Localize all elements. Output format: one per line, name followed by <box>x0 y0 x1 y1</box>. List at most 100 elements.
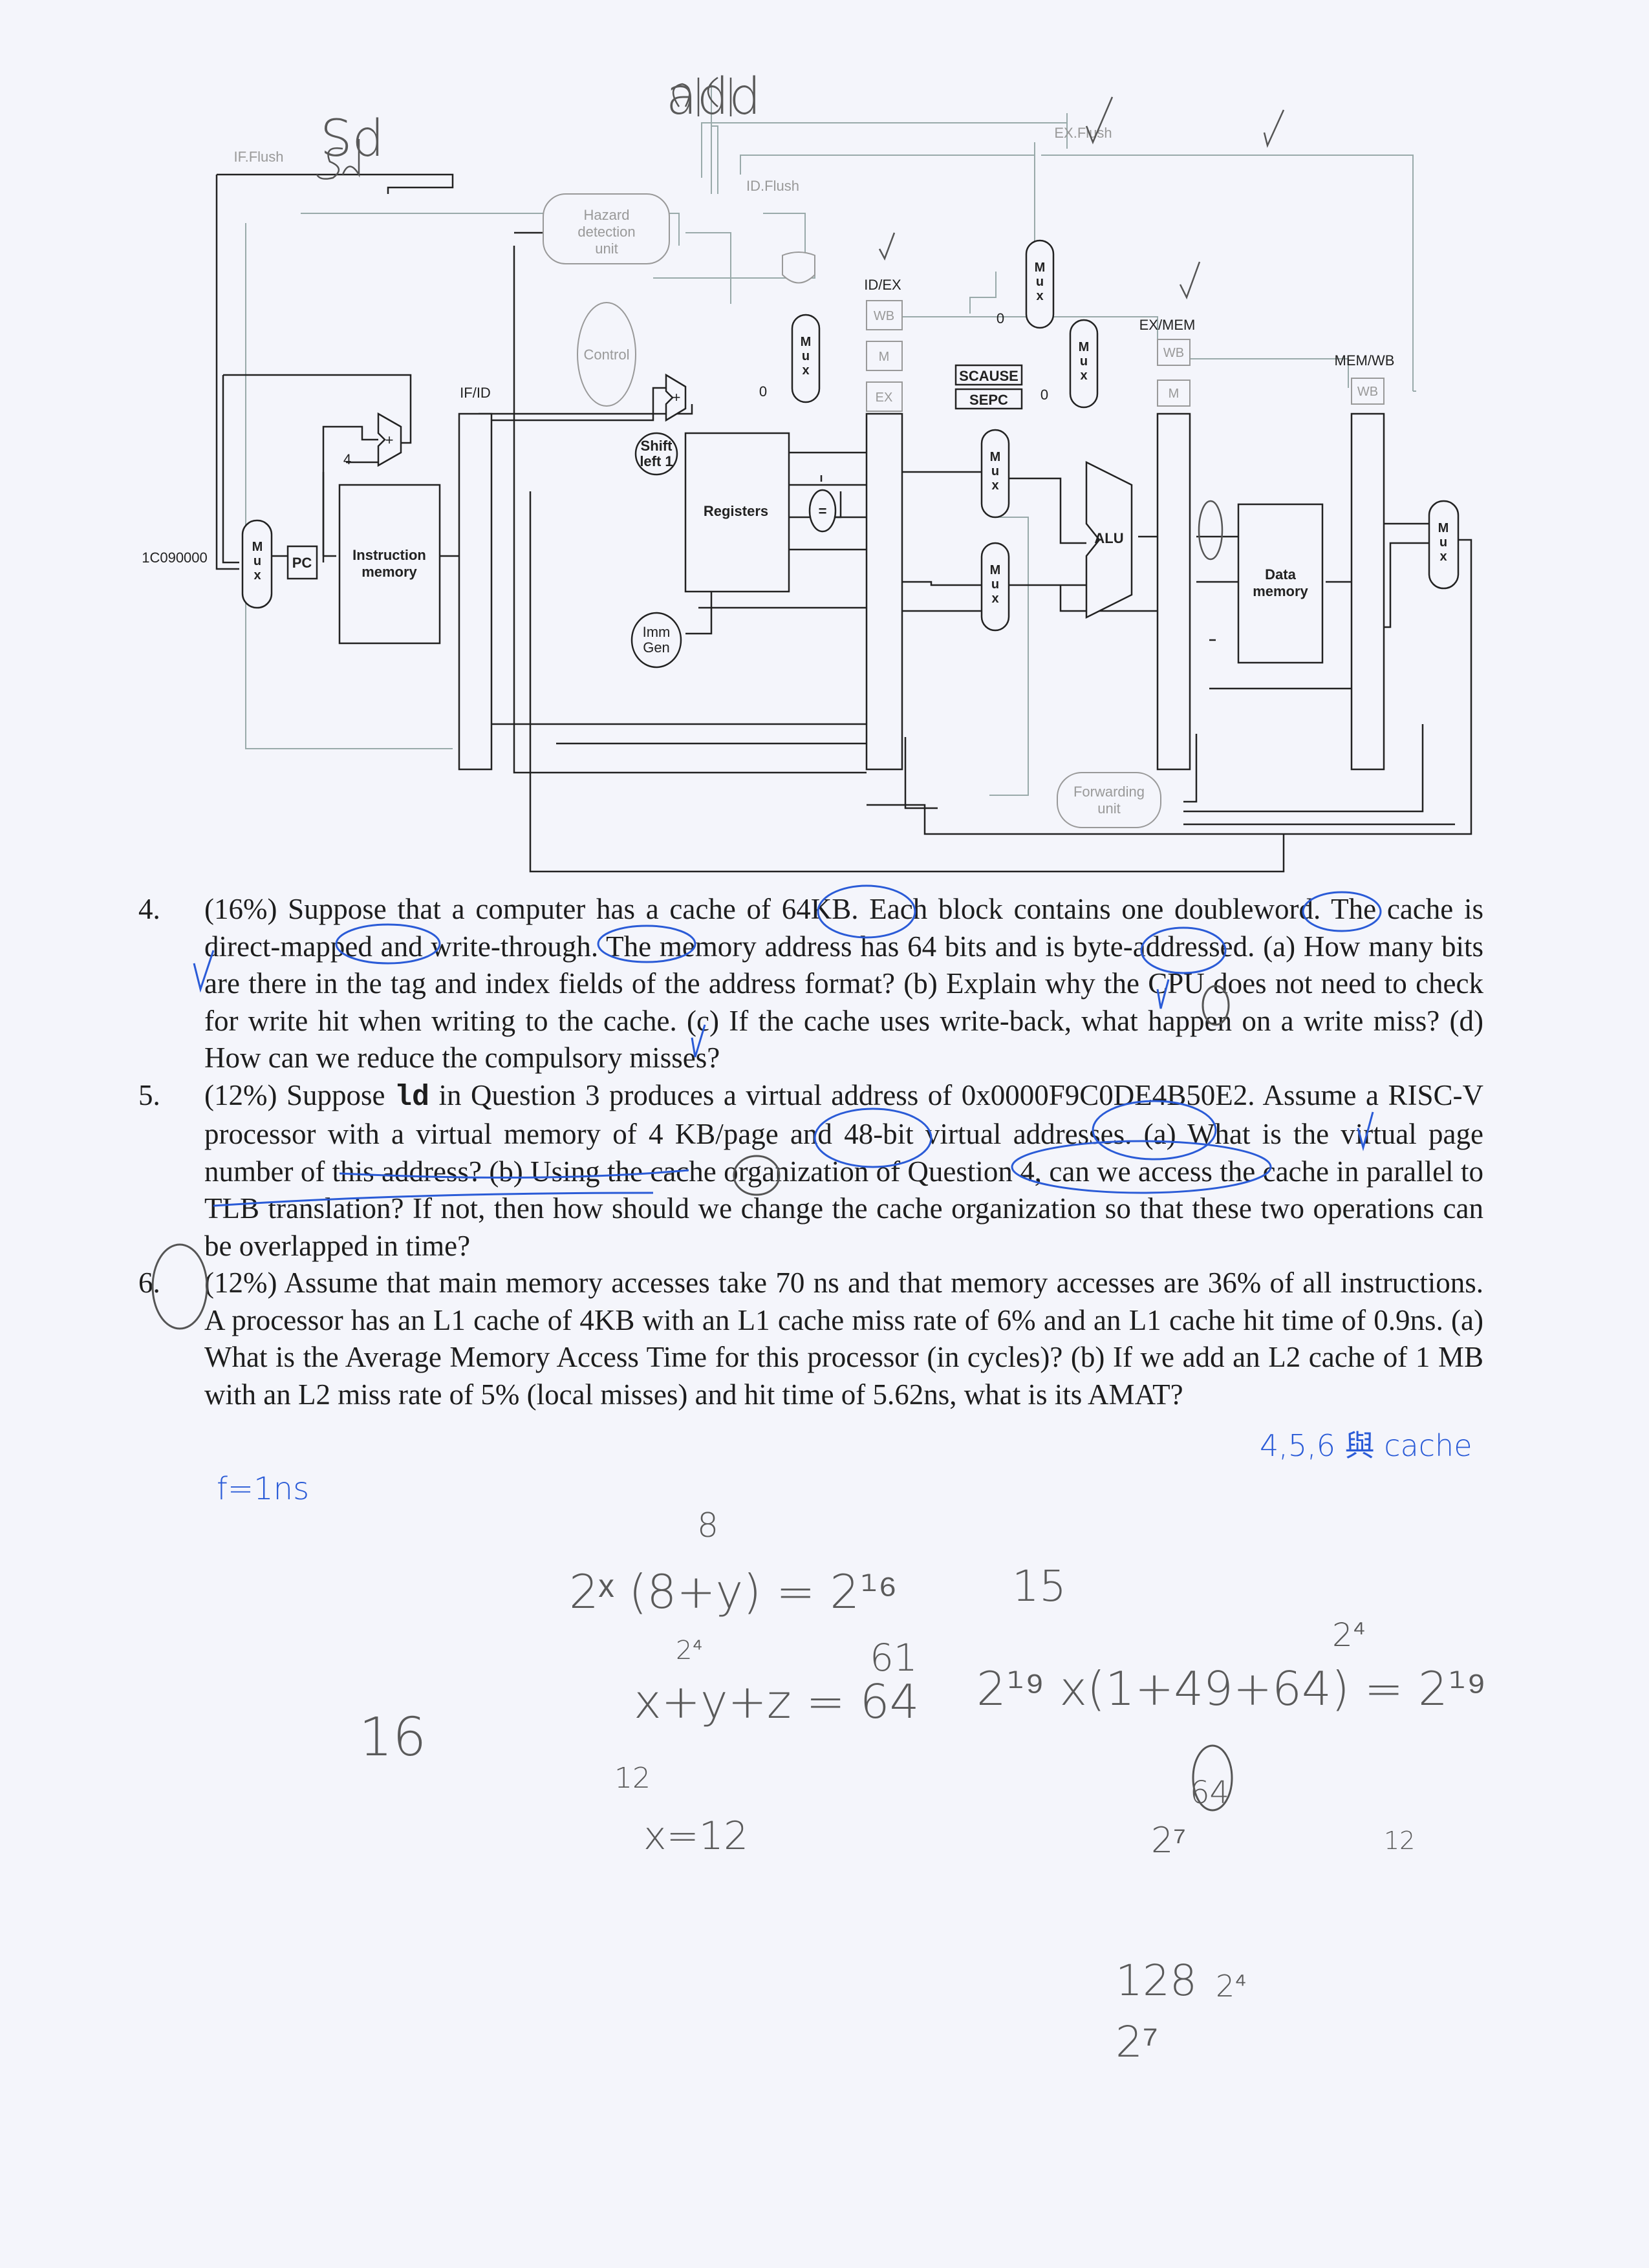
control-label: Control <box>584 347 630 363</box>
if-id-label: IF/ID <box>460 385 491 401</box>
handwritten-12: 12 <box>614 1762 651 1795</box>
forward-a-mux <box>980 429 1010 519</box>
handwritten-12-b: 12 <box>1384 1826 1416 1855</box>
handwritten-2-pow-7-a: 2⁷ <box>1151 1820 1186 1861</box>
ex-flush-mux <box>1025 239 1055 329</box>
question-4: 4. (16%) Suppose that a computer has a c… <box>138 891 1483 1077</box>
question-6: 6. (12%) Assume that main memory accesse… <box>138 1265 1483 1413</box>
sepc-register <box>954 388 1023 410</box>
scause-register <box>954 364 1023 386</box>
question-text: (16%) Suppose that a computer has a cach… <box>204 893 1483 1074</box>
if-flush-label: IF.Flush <box>233 149 283 165</box>
pc-adder <box>377 412 402 467</box>
handwritten-15: 15 <box>1012 1561 1066 1611</box>
branch-adder <box>665 373 687 422</box>
pc-adder-plus: + <box>385 432 394 448</box>
handwritten-x-equals-12: x=12 <box>643 1813 749 1859</box>
ex-stage-mux <box>1069 319 1099 409</box>
id-ex-wb-label: WB <box>874 309 894 323</box>
or-gate <box>782 251 815 284</box>
shift-left-block <box>634 432 678 476</box>
pen-annotations <box>151 884 1382 1812</box>
pc-mux <box>241 519 273 609</box>
handwritten-64: 64 <box>1190 1775 1230 1811</box>
handwritten-frequency: f=1ns <box>217 1471 310 1507</box>
zero-label-b: 0 <box>997 310 1004 326</box>
forward-b-mux <box>980 542 1010 632</box>
imm-gen-block <box>630 612 682 669</box>
id-ex-ex-label: EX <box>876 390 893 405</box>
ex-mem-m-label: M <box>1169 387 1180 401</box>
registers-label: Registers <box>704 503 768 519</box>
id-ex-m-label: M <box>879 350 890 364</box>
handwritten-add: add <box>666 68 761 126</box>
equal-label: = <box>819 503 827 519</box>
question-number: 5. <box>138 1078 160 1111</box>
mem-wb-register <box>1350 412 1385 771</box>
instruction-memory-block <box>338 484 441 645</box>
if-id-register <box>458 412 493 771</box>
registers-block <box>684 432 790 593</box>
question-text: (12%) Assume that main memory accesses t… <box>204 1267 1483 1411</box>
handwritten-eq3-sup: 2⁴ <box>1332 1616 1366 1654</box>
alu-label: ALU <box>1094 530 1123 546</box>
ex-flush-label: EX.Flush <box>1054 125 1112 141</box>
equal-comparator <box>808 489 837 533</box>
branch-adder-plus: + <box>673 389 681 405</box>
four-label: 4 <box>343 451 351 467</box>
handwritten-topic-note: 4,5,6 與 cache <box>1260 1428 1472 1463</box>
id-flush-label: ID.Flush <box>746 178 799 194</box>
writeback-mux <box>1428 500 1460 590</box>
hazard-detection-unit <box>543 193 670 264</box>
zero-label-a: 0 <box>759 383 767 400</box>
address-input-label: 1C090000 <box>142 550 208 566</box>
questions-section: 4. (16%) Suppose that a computer has a c… <box>138 891 1483 1413</box>
handwritten-2-pow-4: 2⁴ <box>1216 1969 1247 2004</box>
question-text: (12%) Suppose ld in Question 3 produces … <box>204 1078 1484 1262</box>
handwritten-eq1: 2ˣ (8+y) = 2¹⁶ <box>569 1565 898 1619</box>
scause-label: SCAUSE <box>959 368 1018 384</box>
mem-wb-label: MEM/WB <box>1335 352 1395 369</box>
handwritten-16: 16 <box>359 1707 427 1768</box>
zero-label-c: 0 <box>1040 387 1048 403</box>
handwritten-eq3: 2¹⁹ x(1+49+64) = 2¹⁹ <box>976 1662 1487 1716</box>
handwritten-2-pow-7-b: 2⁷ <box>1116 2017 1158 2067</box>
pc-block <box>286 545 318 580</box>
mem-wb-wb-label: WB <box>1357 385 1378 399</box>
ex-mem-wb-label: WB <box>1163 346 1184 360</box>
id-ex-label: ID/EX <box>864 277 901 293</box>
id-ex-register <box>865 412 903 771</box>
handwritten-eq1-sub: 2⁴ <box>676 1636 703 1665</box>
pc-label: PC <box>292 555 312 571</box>
ex-mem-register <box>1156 412 1191 771</box>
id-flush-mux <box>791 314 821 403</box>
pipeline-datapath-diagram: WB M EX WB M WB SCAUSE SEPC <box>142 76 1472 873</box>
question-number: 6. <box>138 1267 160 1299</box>
alu-block <box>1085 460 1133 619</box>
handwritten-eq2: x+y+z = 64 <box>634 1674 920 1729</box>
data-memory-block <box>1237 503 1324 664</box>
forwarding-unit <box>1057 772 1161 828</box>
question-5: 5. (12%) Suppose ld in Question 3 produc… <box>138 1077 1483 1265</box>
ex-mem-label: EX/MEM <box>1139 317 1196 333</box>
handwritten-eq2-sup: 61 <box>870 1636 918 1680</box>
handwritten-128: 128 <box>1116 1956 1197 2006</box>
question-number: 4. <box>138 893 160 925</box>
handwritten-sd: Sd <box>320 110 385 168</box>
handwritten-eq1-sup: 8 <box>697 1506 719 1545</box>
control-unit <box>577 302 636 407</box>
sepc-label: SEPC <box>969 392 1008 408</box>
